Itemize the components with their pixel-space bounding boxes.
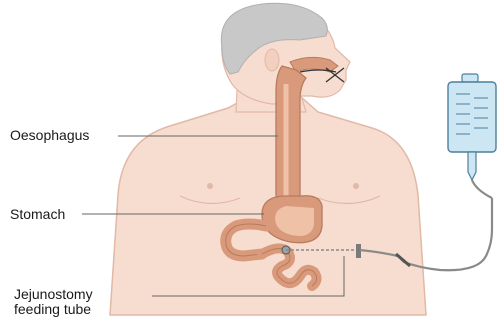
drip-chamber <box>468 152 476 180</box>
bag-tube-top <box>472 180 492 198</box>
jejunostomy-feeding-tube-label: Jejunostomy feeding tube <box>14 287 93 317</box>
jejunostomy-label-line1: Jejunostomy <box>14 287 93 302</box>
feeding-bag <box>448 82 496 152</box>
left-nipple <box>207 183 213 189</box>
ear <box>265 49 279 71</box>
feeding-bag-hanger <box>462 74 478 82</box>
jejunostomy-label-line2: feeding tube <box>14 302 93 317</box>
right-nipple <box>353 183 359 189</box>
stomach-label: Stomach <box>10 207 65 222</box>
oesophagus-label: Oesophagus <box>10 128 89 143</box>
